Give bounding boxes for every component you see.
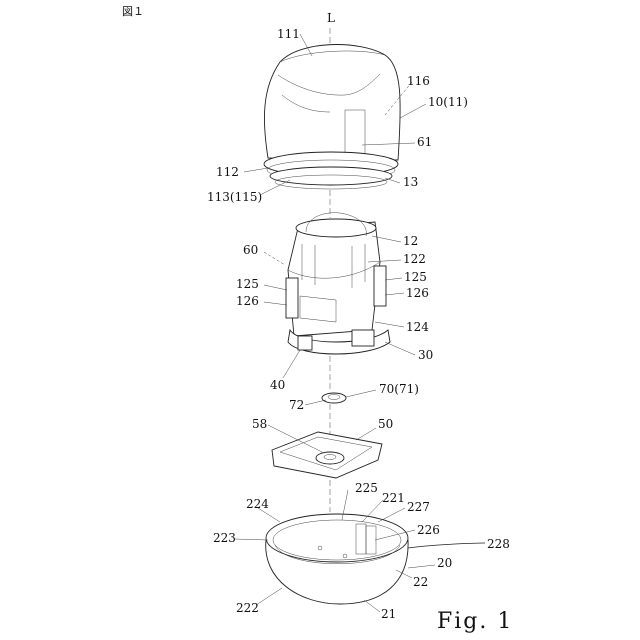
label-20: 20	[437, 556, 452, 570]
label-222: 222	[236, 601, 259, 615]
label-72: 72	[289, 398, 304, 412]
label-112: 112	[216, 165, 239, 179]
label-61: 61	[417, 135, 432, 149]
label-126-right: 126	[406, 286, 429, 300]
label-50: 50	[378, 417, 393, 431]
label-125-right: 125	[404, 270, 427, 284]
label-225: 225	[355, 481, 378, 495]
small-part-70	[322, 393, 346, 403]
label-126-left: 126	[236, 294, 259, 308]
label-228: 228	[487, 537, 510, 551]
label-224: 224	[246, 497, 269, 511]
label-226: 226	[417, 523, 440, 537]
label-221: 221	[382, 491, 405, 505]
label-60: 60	[243, 243, 258, 257]
label-113-115: 113(115)	[207, 190, 262, 204]
base-plate-assembly	[272, 432, 382, 478]
label-122: 122	[403, 252, 426, 266]
label-12: 12	[403, 234, 418, 248]
label-10-11: 10(11)	[428, 95, 468, 109]
label-116: 116	[407, 74, 430, 88]
figure-label: Fig. 1	[437, 609, 513, 634]
label-124: 124	[406, 320, 429, 334]
label-22: 22	[413, 575, 428, 589]
label-223: 223	[213, 531, 236, 545]
label-58: 58	[252, 417, 267, 431]
inner-body-assembly	[286, 213, 390, 354]
label-70-71: 70(71)	[379, 382, 419, 396]
figure-header: 図１	[122, 5, 144, 18]
label-125-left: 125	[236, 277, 259, 291]
axis-label: L	[327, 11, 335, 25]
label-40: 40	[270, 378, 285, 392]
cable-228	[408, 543, 485, 548]
label-21: 21	[381, 607, 396, 621]
label-13: 13	[403, 175, 418, 189]
cover-assembly	[264, 45, 400, 189]
label-227: 227	[407, 500, 430, 514]
label-30: 30	[418, 348, 433, 362]
label-111: 111	[277, 27, 300, 41]
